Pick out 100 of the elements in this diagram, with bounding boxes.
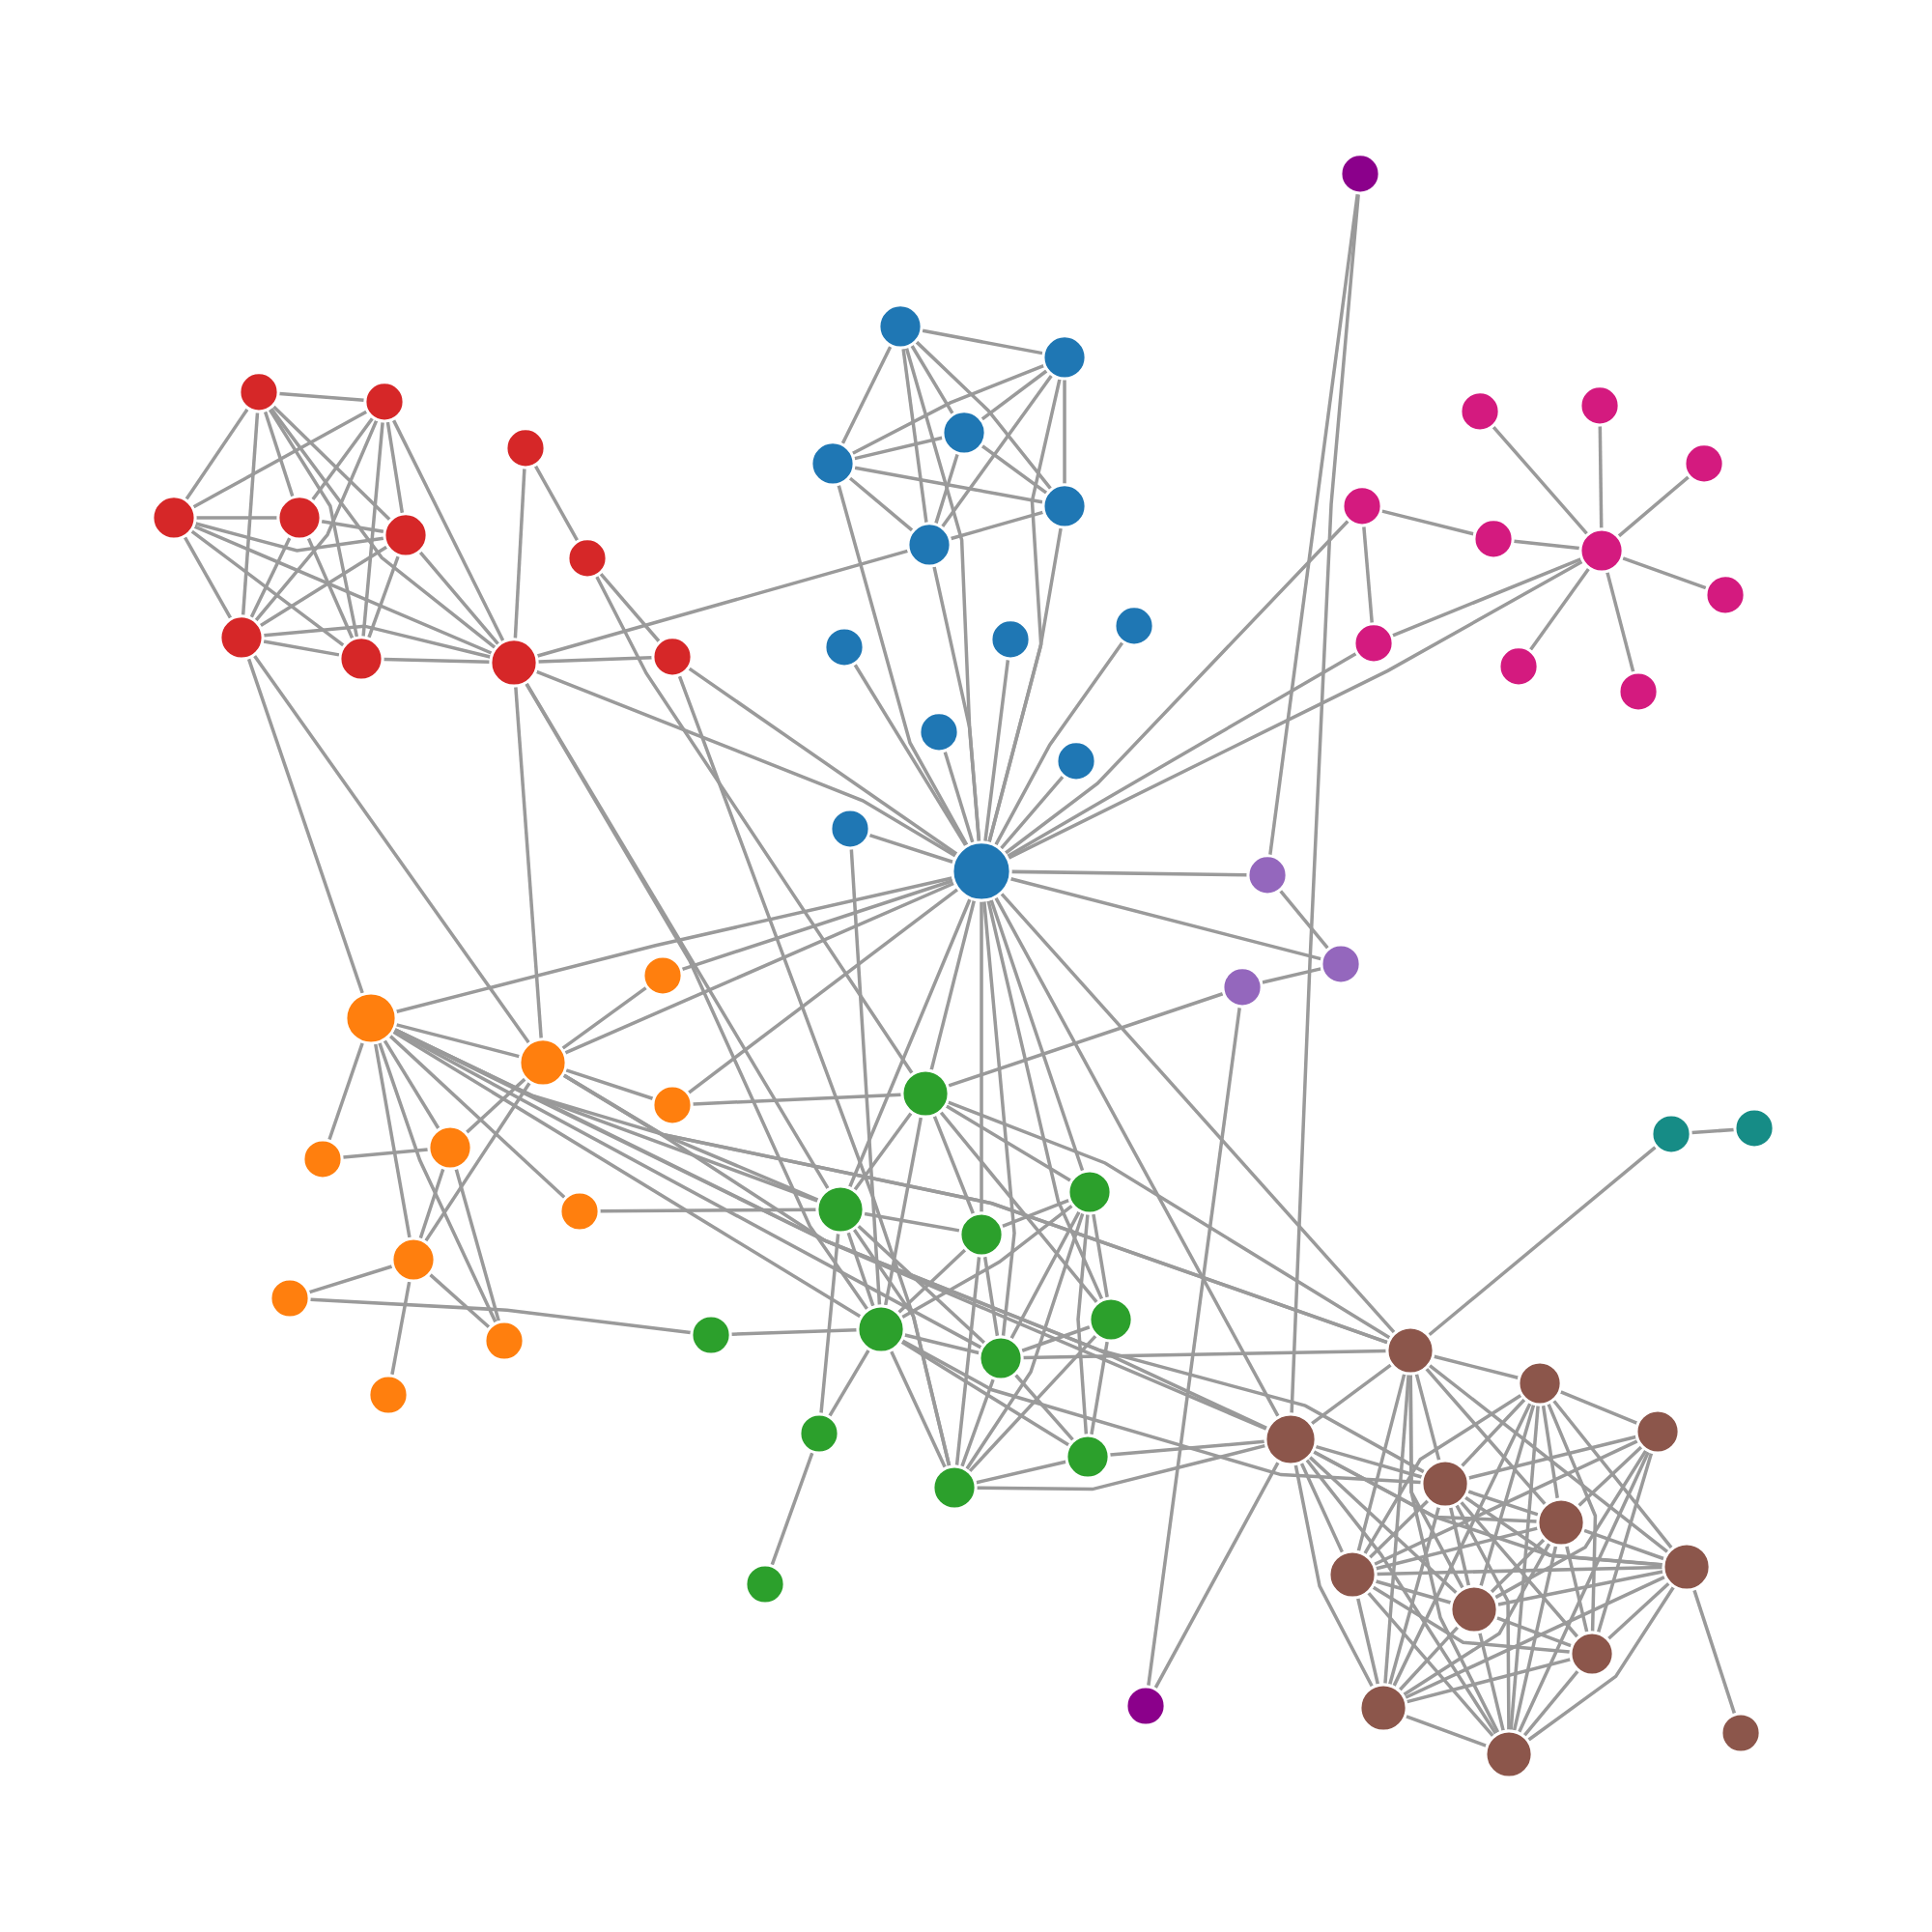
connector-line — [864, 1211, 960, 1233]
connector-line — [1374, 1439, 1638, 1566]
connector-line — [264, 624, 491, 659]
network-node — [1420, 1459, 1470, 1509]
network-node — [958, 1211, 1005, 1258]
connector-line — [270, 408, 497, 649]
connector-line — [1279, 890, 1329, 950]
connector-line — [840, 346, 893, 444]
connector-line — [514, 687, 543, 1038]
connector-line — [688, 667, 958, 856]
connector-line — [1512, 1546, 1558, 1731]
connector-line — [1007, 652, 1357, 858]
connector-line — [429, 1273, 491, 1329]
connector-line — [536, 549, 908, 658]
connector-line — [1398, 1626, 1460, 1691]
connector-line — [525, 682, 869, 1311]
connector-line — [968, 1334, 1097, 1473]
connector-line — [983, 660, 1010, 841]
connector-line — [1000, 893, 1396, 1334]
connector-line — [190, 529, 345, 647]
connector-line — [1290, 194, 1360, 1413]
connector-line — [1605, 572, 1635, 672]
network-node — [1264, 1412, 1318, 1466]
connector-line — [192, 410, 368, 509]
connector-line — [1356, 1374, 1406, 1551]
network-node — [1459, 390, 1501, 433]
connector-line — [268, 409, 359, 638]
connector-line — [922, 328, 1043, 355]
connector-line — [600, 1208, 816, 1213]
connector-line — [308, 1264, 393, 1294]
connector-line — [1367, 1592, 1494, 1737]
connector-line — [1617, 475, 1690, 538]
connector-line — [466, 1077, 526, 1134]
connector-line — [1497, 1570, 1663, 1606]
network-node — [877, 303, 923, 350]
network-node — [856, 1304, 906, 1354]
connector-line — [321, 520, 384, 533]
connector-line — [731, 1328, 857, 1336]
network-node — [489, 638, 539, 688]
connector-line — [943, 751, 975, 843]
connector-line — [378, 1042, 497, 1323]
connector-line — [1583, 1528, 1664, 1561]
connector-line — [306, 537, 355, 639]
network-node — [1041, 334, 1088, 381]
network-node — [558, 1190, 601, 1233]
network-node — [900, 1068, 951, 1119]
network-node — [1320, 943, 1362, 985]
network-node — [504, 427, 547, 469]
network-node — [390, 1236, 437, 1283]
network-node — [1617, 670, 1660, 713]
connector-line — [857, 1224, 986, 1345]
network-node — [1497, 645, 1540, 688]
connector-line — [852, 1229, 952, 1466]
connector-line — [828, 1349, 870, 1417]
connector-line — [989, 899, 1085, 1172]
network-node — [1683, 442, 1725, 485]
connector-line — [310, 1297, 691, 1335]
connector-line — [367, 555, 400, 639]
network-node — [1221, 966, 1264, 1009]
connector-line — [1405, 1576, 1665, 1699]
connector-line — [1311, 1363, 1392, 1426]
connector-line — [1529, 567, 1590, 651]
connector-line — [1011, 869, 1247, 877]
connector-line — [1522, 1669, 1579, 1737]
connector-line — [1547, 1403, 1598, 1632]
connector-line — [1090, 1341, 1109, 1435]
connector-line — [343, 1148, 428, 1159]
connector-line — [1076, 1214, 1090, 1435]
connector-line — [418, 1168, 445, 1239]
connector-line — [1449, 1507, 1471, 1586]
network-node — [1733, 1107, 1776, 1150]
network-node — [218, 614, 265, 661]
network-node — [1449, 1584, 1499, 1634]
connector-line — [1092, 1213, 1109, 1298]
connector-line — [595, 576, 914, 1074]
connector-line — [852, 363, 1044, 455]
connector-line — [1552, 1400, 1673, 1549]
connector-line — [945, 1104, 1071, 1182]
connector-line — [693, 1093, 901, 1106]
connector-line — [1014, 1374, 1074, 1441]
connector-line — [311, 417, 374, 501]
network-node — [1536, 1497, 1586, 1548]
connector-line — [1305, 1459, 1497, 1735]
connector-line — [934, 453, 959, 525]
network-node — [906, 522, 952, 568]
connector-line — [1010, 877, 1321, 961]
connector-line — [1262, 967, 1321, 984]
network-node — [1578, 527, 1625, 574]
network-node — [1066, 1169, 1113, 1215]
connector-line — [259, 545, 388, 628]
connector-line — [538, 655, 652, 664]
network-node — [383, 512, 429, 558]
network-node — [363, 381, 406, 423]
connector-line — [954, 1257, 981, 1465]
connector-line — [1425, 1367, 1547, 1506]
connector-line — [915, 340, 1052, 490]
connector-line — [1479, 1404, 1536, 1587]
connector-line — [533, 465, 580, 542]
connector-line — [1368, 1499, 1430, 1559]
connector-line — [390, 1281, 412, 1376]
